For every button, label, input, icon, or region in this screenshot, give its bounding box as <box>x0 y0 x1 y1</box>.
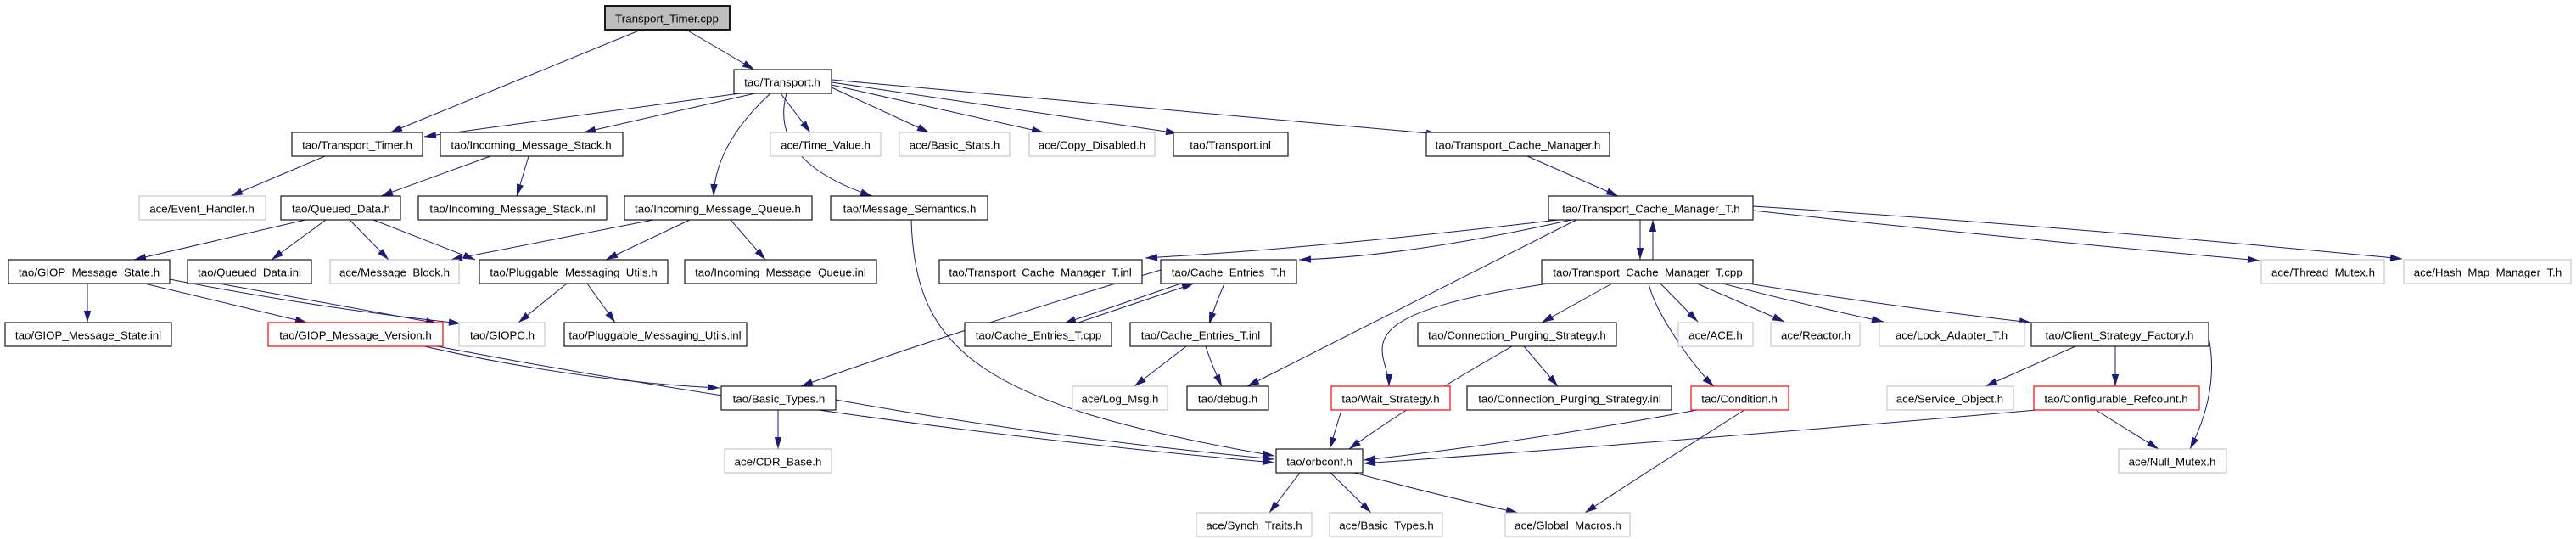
svg-text:tao/Incoming_Message_Queue.h: tao/Incoming_Message_Queue.h <box>635 203 801 216</box>
svg-text:tao/Transport_Cache_Manager_T.: tao/Transport_Cache_Manager_T.h <box>1562 203 1739 216</box>
svg-text:tao/orbconf.h: tao/orbconf.h <box>1286 456 1352 469</box>
svg-text:tao/Message_Semantics.h: tao/Message_Semantics.h <box>843 203 977 216</box>
svg-text:Transport_Timer.cpp: Transport_Timer.cpp <box>615 13 719 25</box>
svg-text:ace/Event_Handler.h: ace/Event_Handler.h <box>149 203 254 216</box>
svg-text:ace/Log_Msg.h: ace/Log_Msg.h <box>1082 393 1159 406</box>
svg-text:tao/Transport_Cache_Manager.h: tao/Transport_Cache_Manager.h <box>1436 139 1601 152</box>
svg-text:tao/GIOP_Message_State.h: tao/GIOP_Message_State.h <box>19 267 160 279</box>
svg-text:tao/Basic_Types.h: tao/Basic_Types.h <box>733 393 826 406</box>
svg-text:tao/Incoming_Message_Stack.h: tao/Incoming_Message_Stack.h <box>451 139 611 152</box>
svg-text:tao/Cache_Entries_T.h: tao/Cache_Entries_T.h <box>1172 267 1286 279</box>
svg-text:tao/Wait_Strategy.h: tao/Wait_Strategy.h <box>1341 393 1439 406</box>
svg-text:tao/Configurable_Refcount.h: tao/Configurable_Refcount.h <box>2044 393 2187 406</box>
svg-text:ace/Lock_Adapter_T.h: ace/Lock_Adapter_T.h <box>1896 329 2008 342</box>
svg-text:ace/Hash_Map_Manager_T.h: ace/Hash_Map_Manager_T.h <box>2414 267 2562 279</box>
svg-text:tao/Transport.inl: tao/Transport.inl <box>1190 139 1271 152</box>
svg-text:tao/Transport_Cache_Manager_T.: tao/Transport_Cache_Manager_T.cpp <box>1553 267 1742 279</box>
svg-text:tao/GIOP_Message_Version.h: tao/GIOP_Message_Version.h <box>279 329 432 342</box>
svg-text:ace/Null_Mutex.h: ace/Null_Mutex.h <box>2129 456 2216 469</box>
svg-text:tao/debug.h: tao/debug.h <box>1198 393 1257 406</box>
svg-text:tao/Incoming_Message_Queue.inl: tao/Incoming_Message_Queue.inl <box>695 267 866 279</box>
svg-text:tao/GIOPC.h: tao/GIOPC.h <box>470 329 535 342</box>
svg-text:ace/Synch_Traits.h: ace/Synch_Traits.h <box>1206 519 1302 532</box>
svg-text:ace/Basic_Stats.h: ace/Basic_Stats.h <box>910 139 1000 152</box>
svg-text:ace/ACE.h: ace/ACE.h <box>1688 329 1743 342</box>
svg-text:ace/CDR_Base.h: ace/CDR_Base.h <box>735 456 822 469</box>
svg-text:tao/Transport_Timer.h: tao/Transport_Timer.h <box>302 139 412 152</box>
svg-text:ace/Thread_Mutex.h: ace/Thread_Mutex.h <box>2271 267 2375 279</box>
svg-text:ace/Message_Block.h: ace/Message_Block.h <box>339 267 450 279</box>
svg-text:tao/GIOP_Message_State.inl: tao/GIOP_Message_State.inl <box>15 329 161 342</box>
svg-text:ace/Basic_Types.h: ace/Basic_Types.h <box>1339 519 1434 532</box>
svg-text:tao/Pluggable_Messaging_Utils.: tao/Pluggable_Messaging_Utils.h <box>490 267 657 279</box>
svg-text:tao/Queued_Data.inl: tao/Queued_Data.inl <box>198 267 301 279</box>
svg-text:tao/Client_Strategy_Factory.h: tao/Client_Strategy_Factory.h <box>2046 329 2194 342</box>
svg-text:ace/Copy_Disabled.h: ace/Copy_Disabled.h <box>1039 139 1145 152</box>
svg-text:tao/Queued_Data.h: tao/Queued_Data.h <box>292 203 390 216</box>
svg-text:tao/Connection_Purging_Strateg: tao/Connection_Purging_Strategy.h <box>1428 329 1606 342</box>
svg-text:tao/Incoming_Message_Stack.inl: tao/Incoming_Message_Stack.inl <box>429 203 595 216</box>
svg-text:tao/Condition.h: tao/Condition.h <box>1701 393 1777 406</box>
svg-text:tao/Transport.h: tao/Transport.h <box>744 76 820 89</box>
svg-text:tao/Pluggable_Messaging_Utils.: tao/Pluggable_Messaging_Utils.inl <box>568 329 741 342</box>
svg-text:ace/Reactor.h: ace/Reactor.h <box>1781 329 1851 342</box>
svg-text:tao/Connection_Purging_Strateg: tao/Connection_Purging_Strategy.inl <box>1478 393 1661 406</box>
svg-text:tao/Cache_Entries_T.inl: tao/Cache_Entries_T.inl <box>1141 329 1260 342</box>
svg-text:tao/Transport_Cache_Manager_T.: tao/Transport_Cache_Manager_T.inl <box>949 267 1131 279</box>
svg-text:ace/Service_Object.h: ace/Service_Object.h <box>1896 393 2003 406</box>
svg-text:ace/Global_Macros.h: ace/Global_Macros.h <box>1515 519 1621 532</box>
svg-text:ace/Time_Value.h: ace/Time_Value.h <box>781 139 871 152</box>
svg-text:tao/Cache_Entries_T.cpp: tao/Cache_Entries_T.cpp <box>976 329 1102 342</box>
